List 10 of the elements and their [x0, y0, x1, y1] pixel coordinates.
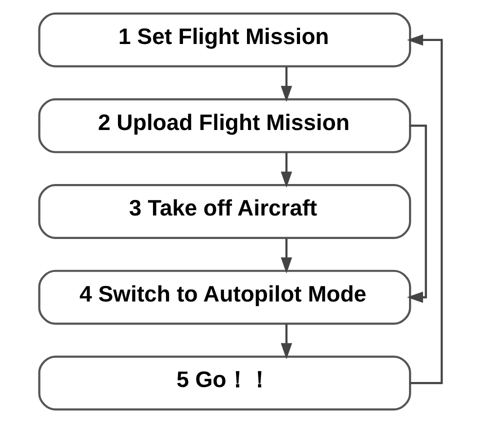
arrow — [280, 238, 292, 274]
node-box: 4 Switch to Autopilot Mode — [38, 270, 412, 325]
arrow — [280, 152, 292, 188]
node-box: 3 Take off Aircraft — [38, 184, 412, 239]
arrow — [280, 324, 292, 360]
arrow — [406, 34, 443, 384]
node-box: 5 Go！！ — [38, 356, 412, 410]
node-box: 2 Upload Flight Mission — [38, 98, 412, 154]
node-box: 1 Set Flight Mission — [38, 12, 412, 68]
arrow — [280, 66, 292, 102]
